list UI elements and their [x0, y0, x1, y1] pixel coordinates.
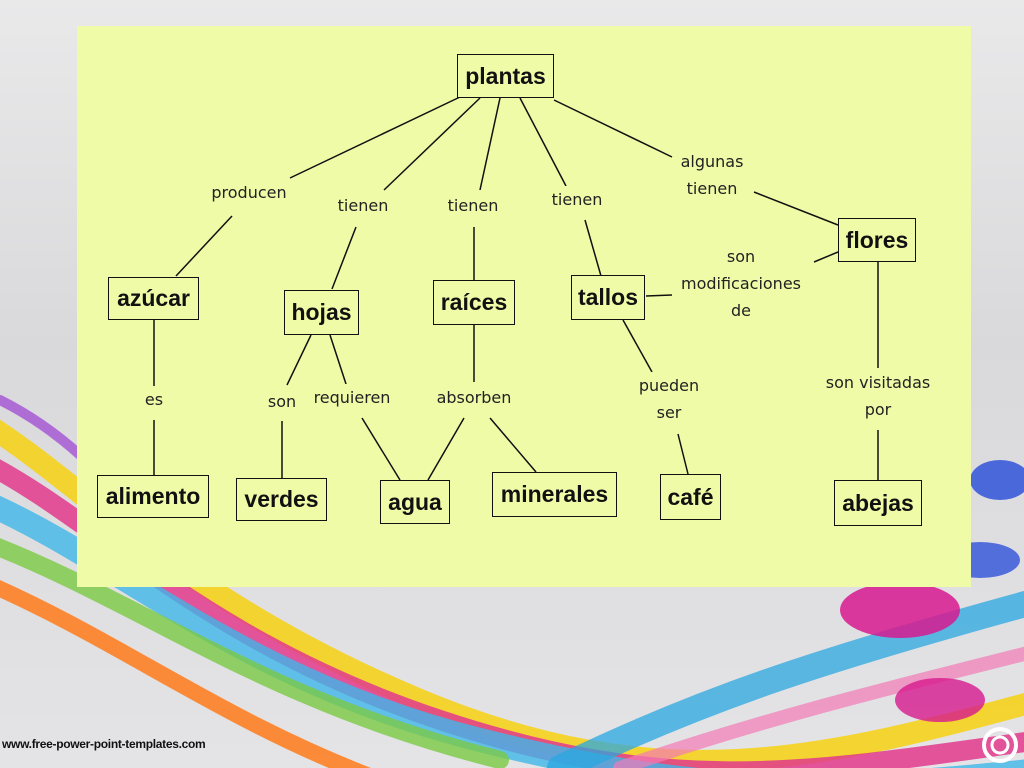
link-label-producen: producen: [209, 179, 289, 206]
node-alimento: alimento: [97, 475, 209, 518]
link-label-es: es: [142, 386, 166, 413]
node-cafe: café: [660, 474, 721, 520]
node-agua: agua: [380, 480, 450, 524]
node-verdes: verdes: [236, 478, 327, 521]
edge-requieren-agua: [361, 417, 401, 481]
node-abejas: abejas: [834, 480, 922, 526]
edge-tienen-hojas: [331, 226, 357, 290]
node-tallos: tallos: [571, 275, 645, 320]
link-label-absorben: absorben: [434, 384, 514, 411]
edge-hojas-son: [286, 334, 312, 386]
edge-absorben-agua: [427, 417, 465, 481]
edge-plantas-tienen-2: [479, 97, 501, 191]
link-label-tienen-tallos: tienen: [549, 186, 605, 213]
link-label-son-modificaciones-de: son modificaciones de: [678, 243, 804, 324]
edge-flores-son-modificaciones: [813, 251, 839, 263]
edge-algunas-tienen-flores: [753, 191, 839, 226]
link-label-son-visitadas-por: son visitadas por: [823, 369, 933, 423]
link-label-tienen-hojas: tienen: [335, 192, 391, 219]
edge-pueden-ser-cafe: [677, 433, 689, 475]
link-label-son: son: [265, 388, 299, 415]
edge-plantas-tienen-3: [519, 97, 567, 187]
node-hojas: hojas: [284, 290, 359, 335]
edge-tienen-tallos: [584, 219, 602, 277]
edge-plantas-tienen-1: [383, 97, 481, 191]
node-raices: raíces: [433, 280, 515, 325]
edge-producen-azucar: [175, 215, 233, 277]
edge-hojas-requieren: [329, 334, 347, 385]
edge-tallos-pueden-ser: [622, 319, 653, 373]
link-label-tienen-raices: tienen: [445, 192, 501, 219]
node-minerales: minerales: [492, 472, 617, 517]
link-label-requieren: requieren: [311, 384, 393, 411]
edge-absorben-minerales: [489, 417, 537, 473]
footer-watermark: www.free-power-point-templates.com: [2, 737, 206, 751]
edge-plantas-producen: [289, 96, 461, 179]
edge-son-modificaciones-tallos: [645, 294, 673, 297]
link-label-algunas-tienen: algunas tienen: [678, 148, 746, 202]
node-flores: flores: [838, 218, 916, 262]
link-label-pueden-ser: pueden ser: [636, 372, 702, 426]
node-plantas: plantas: [457, 54, 554, 98]
node-azucar: azúcar: [108, 277, 199, 320]
edge-plantas-algunas-tienen: [553, 99, 673, 158]
